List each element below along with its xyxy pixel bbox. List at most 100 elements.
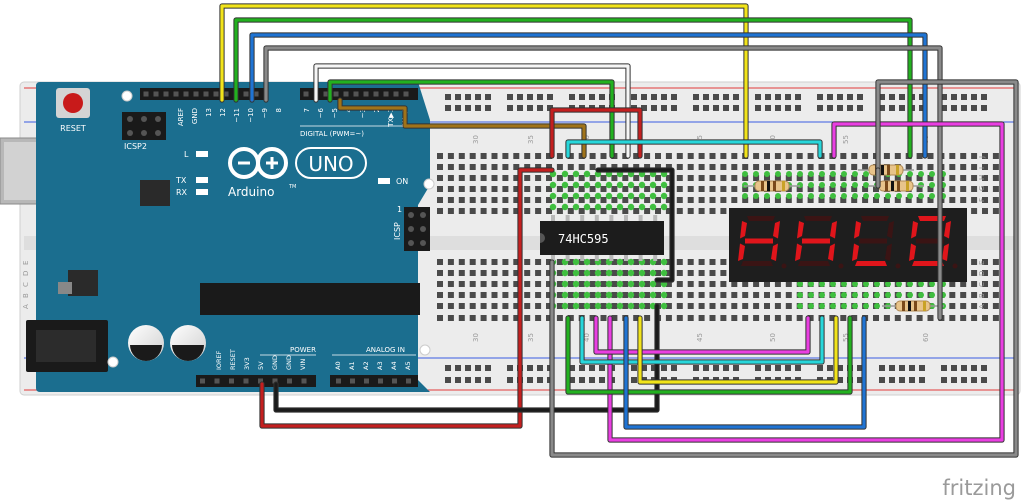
rail-hole[interactable] xyxy=(507,377,513,383)
breadboard-hole[interactable] xyxy=(491,281,498,287)
breadboard-hole[interactable] xyxy=(535,197,542,203)
breadboard-hole[interactable] xyxy=(633,164,640,170)
breadboard-hole[interactable] xyxy=(949,303,956,309)
breadboard-hole[interactable] xyxy=(480,281,487,287)
rail-hole[interactable] xyxy=(971,94,977,100)
breadboard-hole[interactable] xyxy=(971,208,978,214)
breadboard-hole[interactable] xyxy=(491,303,498,309)
breadboard-hole[interactable] xyxy=(742,315,749,321)
breadboard-hole[interactable] xyxy=(502,208,509,214)
breadboard-hole[interactable] xyxy=(480,197,487,203)
rail-hole[interactable] xyxy=(713,94,719,100)
breadboard-hole[interactable] xyxy=(742,281,749,287)
breadboard-hole[interactable] xyxy=(600,153,607,159)
breadboard-hole[interactable] xyxy=(589,292,596,298)
rail-hole[interactable] xyxy=(507,105,513,111)
breadboard-hole[interactable] xyxy=(818,186,825,192)
breadboard-hole[interactable] xyxy=(992,303,999,309)
breadboard-hole[interactable] xyxy=(774,281,781,287)
breadboard-hole[interactable] xyxy=(709,303,716,309)
breadboard-hole[interactable] xyxy=(764,292,770,298)
breadboard-hole[interactable] xyxy=(676,281,683,287)
breadboard-hole[interactable] xyxy=(578,270,585,276)
breadboard-hole[interactable] xyxy=(644,270,651,276)
breadboard-hole[interactable] xyxy=(469,281,476,287)
breadboard-hole[interactable] xyxy=(447,292,454,298)
breadboard-hole[interactable] xyxy=(491,315,498,321)
breadboard-hole[interactable] xyxy=(665,175,672,181)
breadboard-hole[interactable] xyxy=(644,281,651,287)
breadboard-hole[interactable] xyxy=(676,186,683,192)
breadboard-hole[interactable] xyxy=(894,197,901,203)
rail-hole[interactable] xyxy=(455,377,461,383)
breadboard-hole[interactable] xyxy=(458,153,465,159)
breadboard-hole[interactable] xyxy=(927,197,934,203)
breadboard-hole[interactable] xyxy=(709,270,716,276)
breadboard-hole[interactable] xyxy=(916,175,923,181)
breadboard-hole[interactable] xyxy=(447,164,454,170)
rail-hole[interactable] xyxy=(755,94,761,100)
breadboard-hole[interactable] xyxy=(535,281,542,287)
rail-hole[interactable] xyxy=(889,105,895,111)
breadboard-hole[interactable] xyxy=(862,186,869,192)
rail-hole[interactable] xyxy=(569,377,575,383)
breadboard-hole[interactable] xyxy=(600,315,607,321)
breadboard-hole[interactable] xyxy=(535,175,542,181)
breadboard-hole[interactable] xyxy=(633,303,640,309)
rail-hole[interactable] xyxy=(941,377,947,383)
rail-hole[interactable] xyxy=(631,377,637,383)
breadboard-hole[interactable] xyxy=(567,281,574,287)
breadboard-hole[interactable] xyxy=(600,208,607,214)
breadboard-hole[interactable] xyxy=(665,208,672,214)
rail-hole[interactable] xyxy=(857,94,863,100)
breadboard-hole[interactable] xyxy=(480,208,487,214)
breadboard-hole[interactable] xyxy=(535,259,542,265)
breadboard-hole[interactable] xyxy=(698,303,705,309)
rail-hole[interactable] xyxy=(723,94,729,100)
breadboard-hole[interactable] xyxy=(480,164,487,170)
breadboard-hole[interactable] xyxy=(644,208,651,214)
breadboard-hole[interactable] xyxy=(622,153,629,159)
breadboard-hole[interactable] xyxy=(731,197,738,203)
breadboard-hole[interactable] xyxy=(655,208,661,214)
breadboard-hole[interactable] xyxy=(742,186,749,192)
breadboard-hole[interactable] xyxy=(546,292,552,298)
breadboard-hole[interactable] xyxy=(687,281,694,287)
rail-hole[interactable] xyxy=(661,365,667,371)
breadboard-hole[interactable] xyxy=(971,197,978,203)
breadboard-hole[interactable] xyxy=(774,197,781,203)
breadboard-hole[interactable] xyxy=(774,164,781,170)
breadboard-hole[interactable] xyxy=(502,292,509,298)
breadboard-hole[interactable] xyxy=(644,175,651,181)
rail-hole[interactable] xyxy=(671,365,677,371)
breadboard-hole[interactable] xyxy=(458,259,465,265)
rail-hole[interactable] xyxy=(785,94,791,100)
breadboard-hole[interactable] xyxy=(633,186,640,192)
rail-hole[interactable] xyxy=(527,365,533,371)
breadboard-hole[interactable] xyxy=(698,153,705,159)
breadboard-hole[interactable] xyxy=(982,186,988,192)
rail-hole[interactable] xyxy=(971,105,977,111)
breadboard-hole[interactable] xyxy=(524,186,531,192)
breadboard-hole[interactable] xyxy=(992,281,999,287)
breadboard-hole[interactable] xyxy=(927,175,934,181)
rail-hole[interactable] xyxy=(661,105,667,111)
rail-hole[interactable] xyxy=(651,105,657,111)
breadboard-hole[interactable] xyxy=(949,292,956,298)
breadboard-hole[interactable] xyxy=(960,303,967,309)
breadboard-hole[interactable] xyxy=(676,259,683,265)
breadboard-hole[interactable] xyxy=(687,303,694,309)
rail-hole[interactable] xyxy=(579,377,585,383)
rail-hole[interactable] xyxy=(919,377,925,383)
rail-hole[interactable] xyxy=(599,365,605,371)
rail-hole[interactable] xyxy=(671,94,677,100)
breadboard-hole[interactable] xyxy=(960,153,967,159)
rail-hole[interactable] xyxy=(589,94,595,100)
breadboard-hole[interactable] xyxy=(742,175,749,181)
breadboard-hole[interactable] xyxy=(687,259,694,265)
breadboard-hole[interactable] xyxy=(469,270,476,276)
breadboard-hole[interactable] xyxy=(851,175,858,181)
breadboard-hole[interactable] xyxy=(437,153,443,159)
rail-hole[interactable] xyxy=(599,377,605,383)
breadboard-hole[interactable] xyxy=(796,164,803,170)
